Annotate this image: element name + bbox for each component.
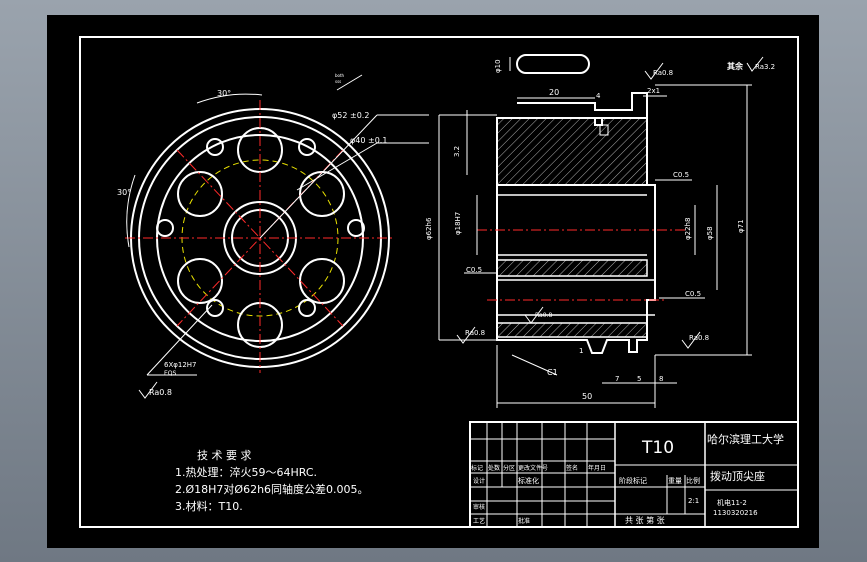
center-line-d (176, 149, 344, 327)
small-hole (298, 138, 316, 156)
tb-h-std: 标准化 (518, 476, 539, 485)
hole-note-1: 6Xφ12H7 (164, 361, 197, 369)
small-hole (206, 299, 224, 317)
tb-h-process: 工艺 (473, 517, 485, 525)
drawing-canvas: 30° 30° φ52 ±0.2 φ40 ±0.1 both sss 6Xφ12… (47, 15, 819, 548)
big-hole (299, 171, 345, 217)
title-block: 标记 处数 分区 更改文件号 签名 年月日 设计 标准化 审核 工艺 批准 阶段… (469, 421, 799, 528)
dim-ra-left: Ra0.8 (465, 329, 485, 337)
roughness-symbol (681, 331, 701, 349)
small-hole (298, 299, 316, 317)
hatch-lower (496, 322, 648, 338)
tb-h-docno: 更改文件号 (518, 464, 548, 472)
tb-h-count: 处数 (488, 464, 500, 472)
dim-c1: C1 (547, 368, 558, 377)
tb-h-sheets: 共 张 第 张 (625, 515, 665, 525)
tb-h-zone: 分区 (503, 464, 515, 472)
dim-ra-top: Ra0.8 (653, 69, 673, 77)
tb-h-mark: 标记 (471, 464, 483, 472)
dim-7: 7 (615, 375, 619, 383)
leader (511, 354, 558, 376)
tech-line-3: 3.材料：T10. (175, 499, 243, 513)
inner-frame (79, 36, 799, 528)
tb-code1: 机电11-2 (717, 498, 747, 507)
tech-title: 技 术 要 求 (197, 449, 252, 462)
dim-50: 50 (582, 392, 592, 401)
dim-71: φ71 (737, 219, 745, 233)
rest-roughness: 其余 (727, 61, 744, 71)
dim-bore-outer: φ62h6 (425, 217, 433, 240)
dim-outer: φ52 ±0.2 (332, 111, 369, 120)
hole-note-2: EQS (164, 370, 177, 377)
tb-material: T10 (641, 438, 674, 458)
dim-5: 5 (637, 375, 641, 383)
dim-58: φ58 (706, 226, 714, 240)
tech-requirements: 技 术 要 求 1.热处理：淬火59～64HRC. 2.Ø18H7对Ø62h6同… (175, 449, 369, 513)
tb-h-design: 设计 (473, 477, 485, 485)
small-hole (347, 219, 365, 237)
angle-arc-top (196, 93, 263, 104)
tb-h-date: 年月日 (588, 464, 606, 472)
dim-ra-mid: Ra0.8 (535, 312, 552, 319)
tb-scale: 2:1 (688, 497, 699, 505)
leader (146, 304, 213, 376)
dim-20: 20 (549, 88, 559, 97)
hatch-upper (496, 117, 648, 186)
dim-c05-a: C0.5 (673, 171, 689, 179)
part-outline (496, 117, 656, 354)
angle-top-label: 30° (217, 89, 231, 98)
dim-22: φ22h8 (684, 218, 692, 240)
dim-c05-c: C0.5 (685, 290, 701, 298)
tb-part-name: 拨动顶尖座 (710, 469, 765, 483)
slot (516, 54, 590, 74)
roughness-symbol (138, 381, 158, 399)
leader (336, 74, 363, 91)
part-outline-top (517, 92, 648, 118)
tb-h-scale: 比例 (686, 476, 700, 485)
small-hole (206, 138, 224, 156)
roughness-symbol (746, 56, 764, 72)
roughness-symbol (524, 306, 544, 324)
roughness-symbol (644, 62, 664, 80)
angle-left-label: 30° (117, 188, 131, 197)
dim-bore: φ18H7 (454, 212, 462, 235)
small-hole (156, 219, 174, 237)
leader (259, 114, 378, 239)
roughness-symbol (456, 326, 476, 344)
dim-8: 8 (659, 375, 663, 383)
dim-slot: φ10 (494, 59, 502, 73)
drawing-svg: 30° 30° φ52 ±0.2 φ40 ±0.1 both sss 6Xφ12… (79, 36, 799, 528)
big-hole (299, 258, 345, 304)
tb-h-weight: 重量 (668, 477, 682, 485)
tb-h-approve: 批准 (518, 517, 530, 525)
dim-1: 1 (579, 347, 583, 355)
dim-c05-b: C0.5 (466, 266, 482, 274)
tech-line-1: 1.热处理：淬火59～64HRC. (175, 465, 317, 479)
tb-h-sign: 签名 (566, 464, 578, 472)
tb-code2: 1130320216 (713, 509, 758, 517)
roughness-front: Ra0.8 (149, 388, 172, 397)
hatch-mid (496, 259, 648, 277)
tb-h-review: 审核 (473, 503, 485, 511)
angle-arc-left (126, 174, 136, 248)
small-note-2: sss (335, 79, 341, 84)
dim-4: 4 (596, 92, 601, 100)
small-note-1: both (335, 73, 345, 78)
big-hole (177, 171, 223, 217)
tb-h-stage: 阶段标记 (619, 476, 647, 485)
title-block-frame (469, 421, 799, 528)
tech-line-2: 2.Ø18H7对Ø62h6同轴度公差0.005。 (175, 482, 369, 496)
front-view: 30° 30° φ52 ±0.2 φ40 ±0.1 both sss 6Xφ12… (117, 73, 429, 399)
dim-ra-right: Ra0.8 (689, 334, 709, 342)
tb-school: 哈尔滨理工大学 (707, 432, 784, 446)
leader (296, 142, 378, 191)
dim-pitch: φ40 ±0.1 (350, 136, 387, 145)
pin (599, 124, 609, 136)
rest-ra: Ra3.2 (755, 63, 775, 71)
dim-2x1: 2x1 (647, 87, 660, 95)
big-hole (177, 258, 223, 304)
dim-3-2: 3.2 (453, 146, 461, 157)
section-view: φ10 20 4 2x1 φ62h6 φ18H7 3.2 (425, 54, 752, 408)
